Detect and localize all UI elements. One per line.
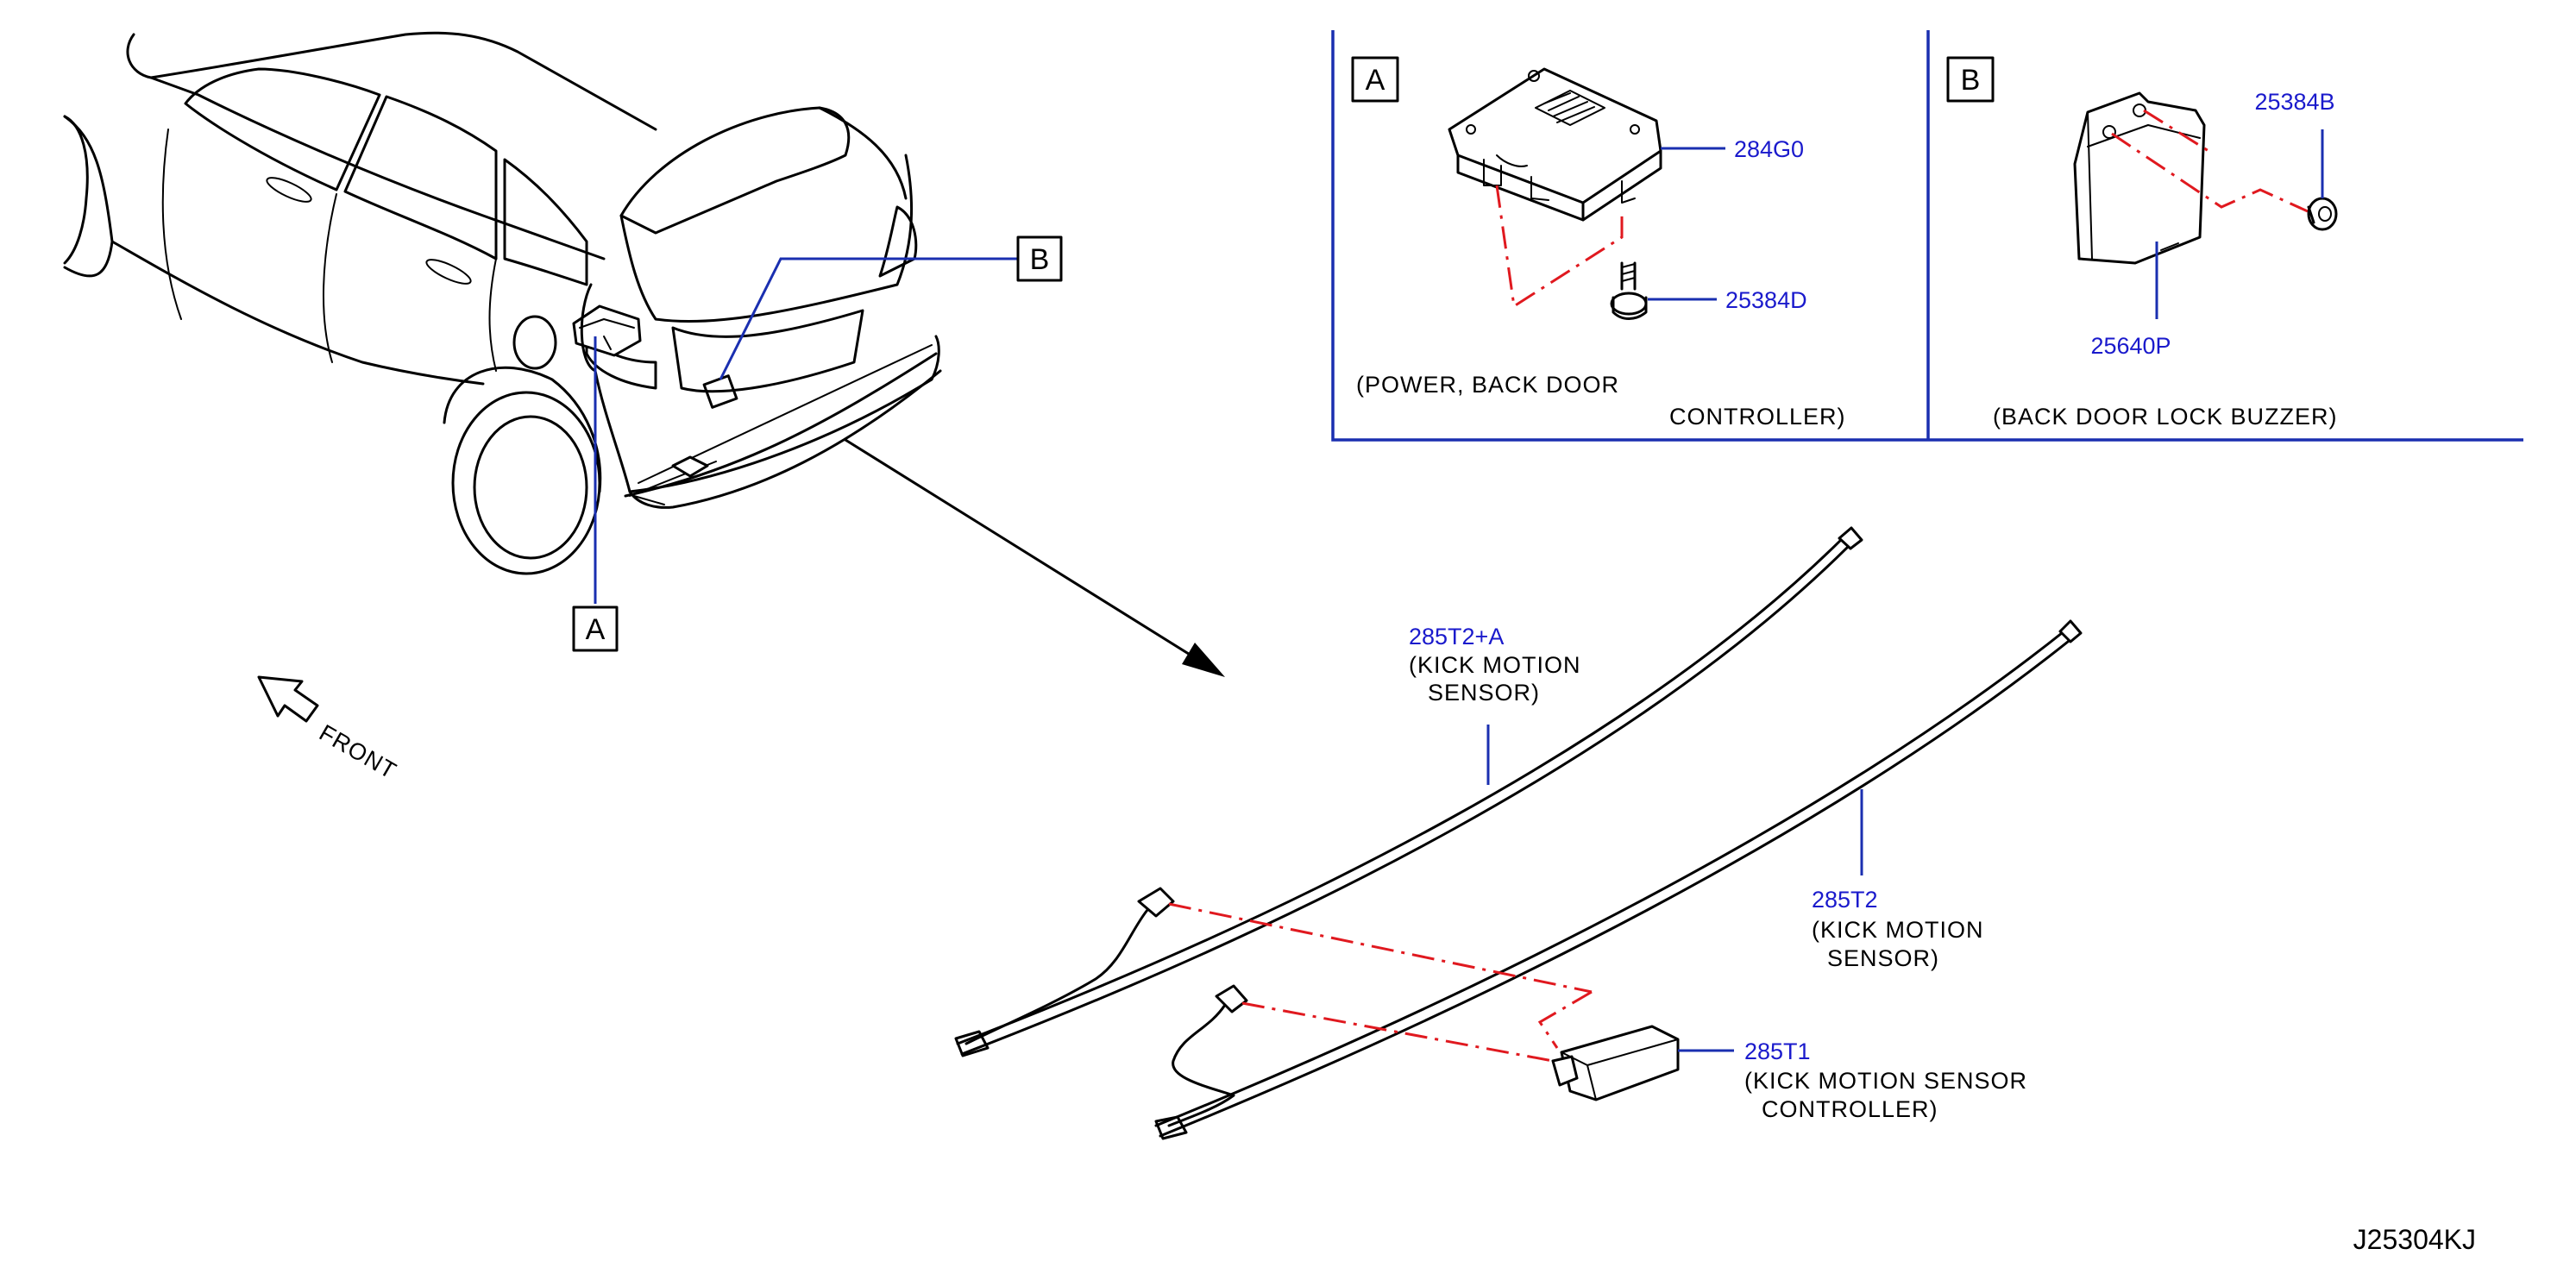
back-door-lock-buzzer [2073, 91, 2206, 265]
nut-25384b [2307, 197, 2338, 231]
part-number-25384b: 25384B [2254, 89, 2334, 115]
bolt-25384d [1610, 261, 1648, 320]
detail-b: B 25384B 25640P (BACK DOOR LOCK BUZZER) [1946, 56, 2338, 430]
callout-a: A [572, 336, 619, 652]
front-arrow-icon [257, 675, 319, 723]
callout-a-label: A [586, 613, 606, 646]
part-number-25640p: 25640P [2090, 333, 2171, 359]
detail-a-desc-line1: (POWER, BACK DOOR [1356, 372, 1619, 398]
detail-a-tag: A [1366, 64, 1385, 97]
sensor-lower-line2: SENSOR) [1827, 945, 1939, 971]
front-indicator: FRONT [257, 675, 401, 784]
detail-b-desc: (BACK DOOR LOCK BUZZER) [1993, 404, 2338, 430]
kick-motion-sensor-upper [954, 526, 1863, 1057]
part-number-25384d: 25384D [1725, 287, 1807, 313]
kick-motion-sensor-controller [1551, 1025, 1680, 1101]
sensor-lower-line1: (KICK MOTION [1812, 917, 1984, 943]
detail-frames [1331, 30, 2523, 442]
part-number-285t1: 285T1 [1744, 1038, 1811, 1064]
view-arrow [844, 438, 1225, 677]
front-label: FRONT [315, 719, 401, 784]
detail-a-desc-line2: CONTROLLER) [1669, 404, 1846, 430]
callout-b-label: B [1030, 243, 1050, 276]
sensor-controller-line1: (KICK MOTION SENSOR [1744, 1068, 2027, 1094]
part-number-284g0: 284G0 [1734, 136, 1804, 162]
vehicle-illustration [63, 31, 942, 575]
power-back-door-controller [1448, 67, 1662, 222]
diagram-code: J25304KJ [2353, 1224, 2476, 1255]
part-number-285t2a: 285T2+A [1409, 624, 1504, 649]
phantom-lines [1168, 902, 1593, 1063]
part-number-285t2: 285T2 [1812, 887, 1878, 913]
kick-motion-sensor-lower [1154, 619, 2083, 1140]
callout-b: B [719, 235, 1063, 380]
sensor-upper-line2: SENSOR) [1428, 680, 1540, 706]
sensor-upper-line1: (KICK MOTION [1409, 652, 1581, 678]
sensor-controller-line2: CONTROLLER) [1762, 1096, 1938, 1122]
detail-a: A 284G0 25384D (POWER, [1351, 56, 1846, 430]
detail-b-tag: B [1961, 64, 1981, 97]
